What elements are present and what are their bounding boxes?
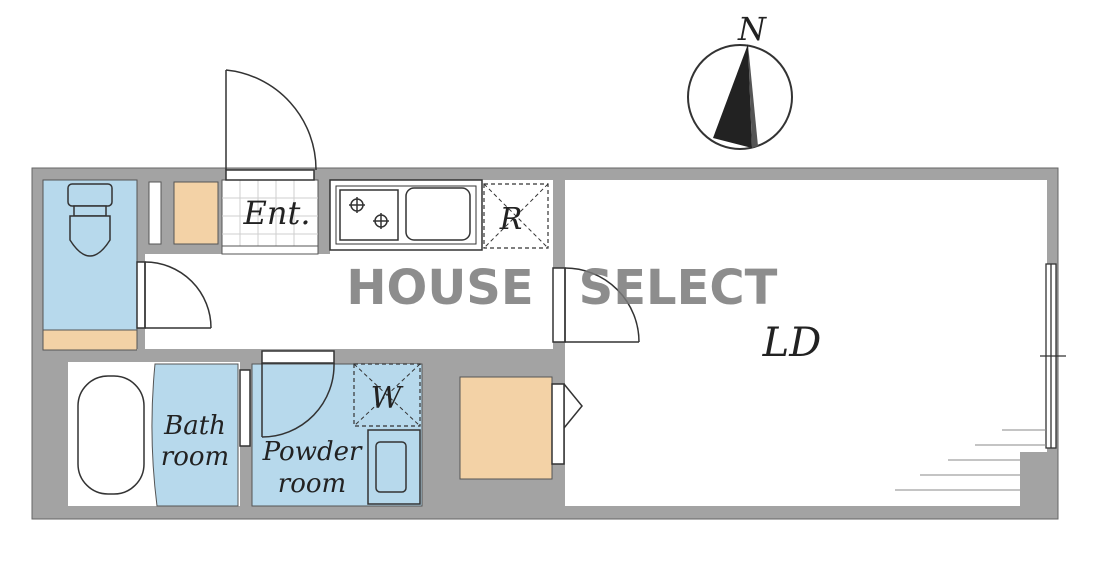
toilet-icon — [67, 183, 113, 257]
washer-space: W — [353, 363, 421, 427]
front-door — [225, 69, 317, 181]
ld-floor-lines — [895, 429, 1046, 491]
stove-icon — [339, 189, 399, 241]
entrance-label: Ent. — [243, 194, 311, 232]
entrance-tiles — [222, 180, 318, 254]
compass-icon: N — [687, 10, 793, 150]
ld-window — [1040, 263, 1066, 449]
pipe-space — [148, 181, 162, 245]
bath-room — [151, 363, 239, 507]
wash-basin-icon — [367, 429, 421, 505]
refrigerator-space: R — [483, 183, 549, 249]
bathtub-icon — [77, 375, 145, 495]
closet — [459, 376, 553, 480]
powder-label-line2: room — [278, 469, 346, 499]
ld-label: LD — [762, 320, 822, 366]
sink-icon — [405, 187, 471, 241]
compass-label: N — [737, 10, 767, 48]
bath-label-line2: room — [161, 442, 229, 472]
bath-door — [239, 369, 251, 447]
ld-floor — [565, 180, 1047, 506]
corridor-floor — [145, 254, 553, 349]
ld-lower-right-floor — [1020, 452, 1047, 506]
watermark-left: HOUSE — [346, 260, 533, 316]
powder-label-line1: Powder — [262, 437, 363, 467]
closet-door — [551, 383, 583, 465]
toilet-shelf — [42, 329, 138, 351]
bath-label-line1: Bath — [163, 411, 226, 441]
powder-door — [261, 350, 335, 438]
entrance-step — [221, 245, 319, 255]
ld-door — [552, 267, 640, 343]
entrance-floor — [221, 179, 319, 255]
shoe-storage — [173, 181, 219, 245]
toilet-door — [136, 261, 212, 329]
watermark-right: SELECT — [579, 260, 778, 316]
washer-label: W — [371, 381, 404, 416]
refrigerator-label: R — [499, 202, 523, 237]
